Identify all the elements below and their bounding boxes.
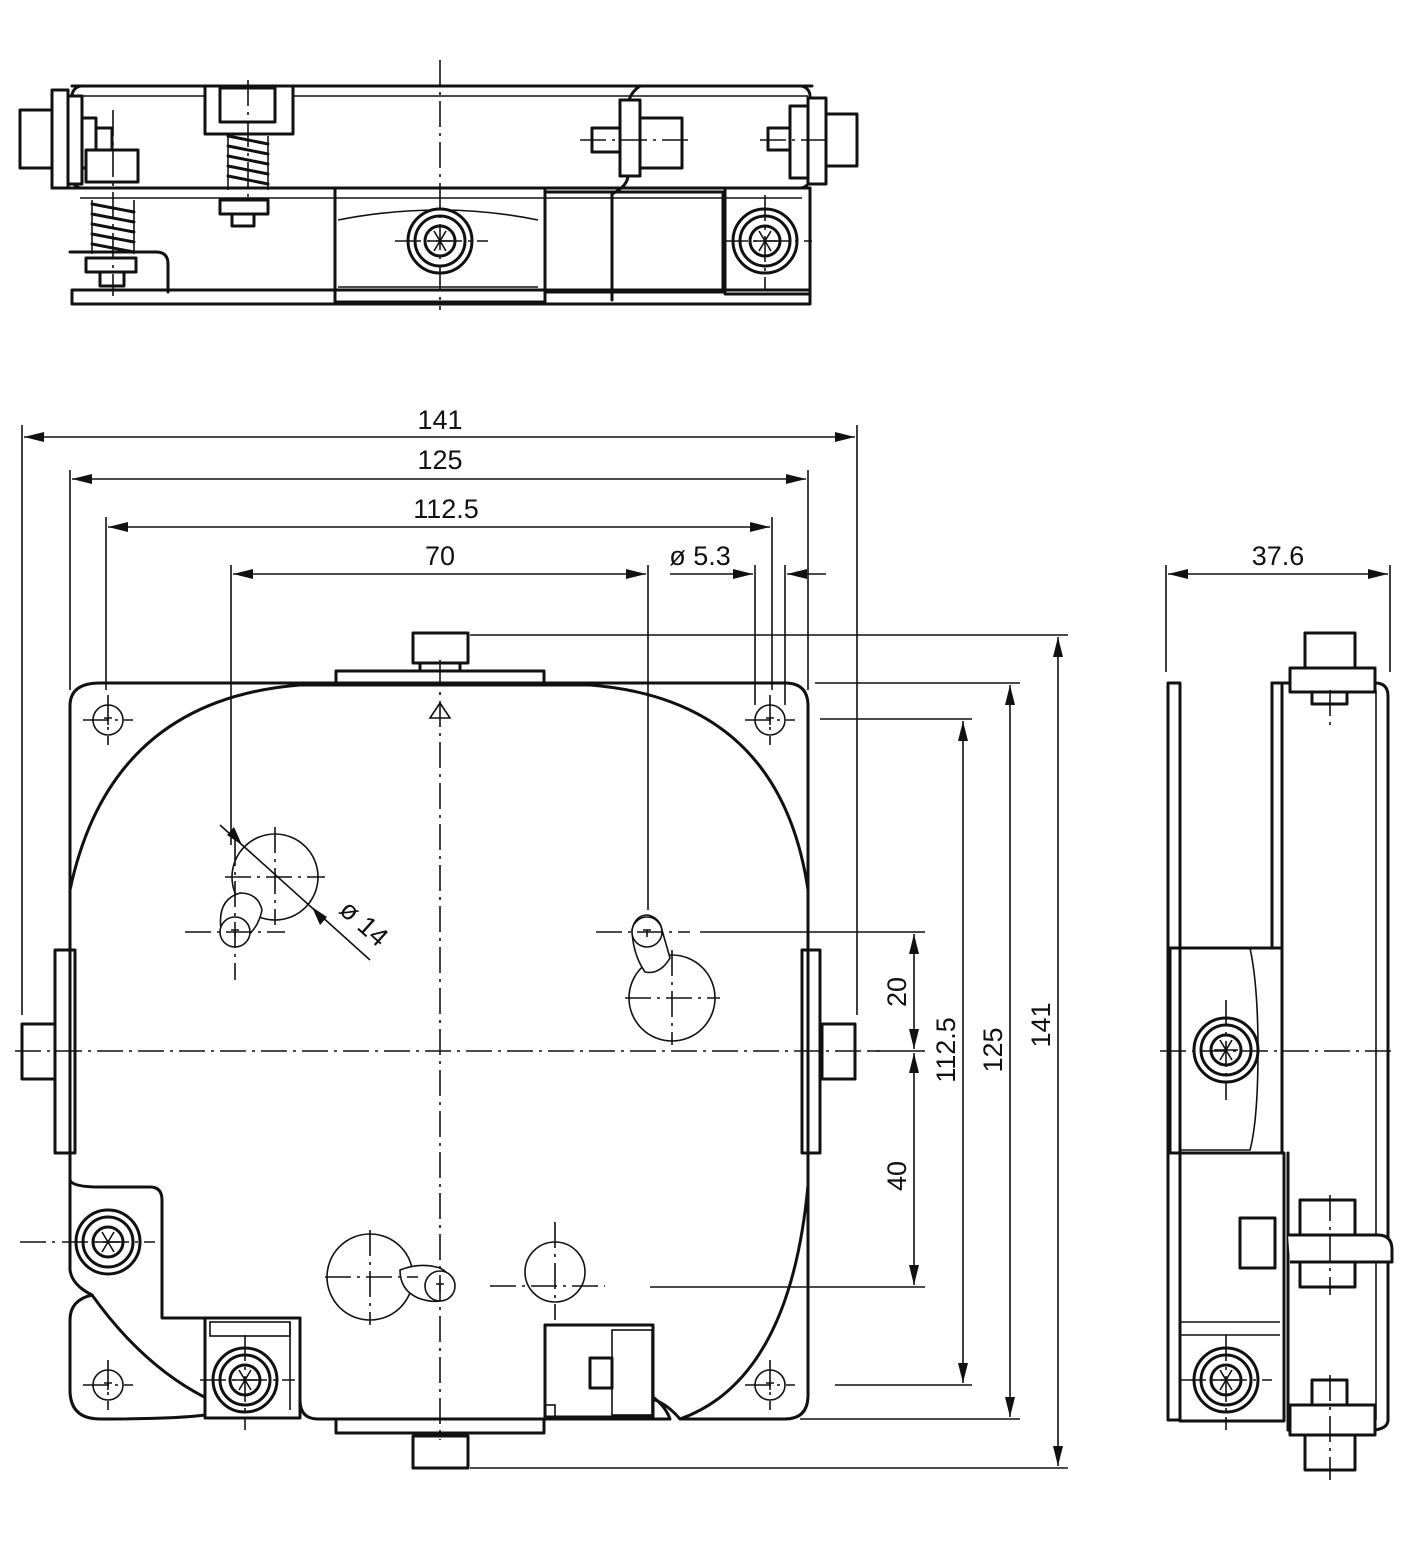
front-view-body [53, 669, 822, 1435]
front-view [15, 631, 880, 1470]
top-view-springs [68, 84, 295, 294]
top-view-right-nut [590, 96, 859, 186]
top-view-centerlines [112, 60, 830, 310]
dim-lower-offset: 40 [882, 1161, 912, 1191]
dim-frame-height: 125 [978, 1027, 1008, 1072]
dim-hole-spacing-width: 112.5 [413, 494, 479, 524]
dim-overall-width: 141 [417, 405, 462, 435]
front-view-centerlines [15, 660, 880, 1440]
dim-boss-spacing: 70 [425, 541, 455, 571]
dim-upper-offset: 20 [882, 977, 912, 1007]
dim-overall-height: 141 [1026, 1002, 1056, 1047]
front-view-bosses [219, 833, 716, 1321]
dimension-lines [21, 425, 1391, 1469]
side-view [1160, 631, 1395, 1480]
dim-hole-spacing-height: 112.5 [931, 1017, 961, 1083]
top-view [18, 60, 859, 310]
top-view-left-nut [18, 88, 140, 190]
dim-frame-width: 125 [417, 445, 462, 475]
dim-boss-diameter: ø 14 [334, 894, 394, 952]
side-view-centerlines [1160, 690, 1395, 1480]
dim-depth: 37.6 [1252, 541, 1305, 571]
dim-mounting-hole-diameter: ø 5.3 [669, 541, 731, 571]
